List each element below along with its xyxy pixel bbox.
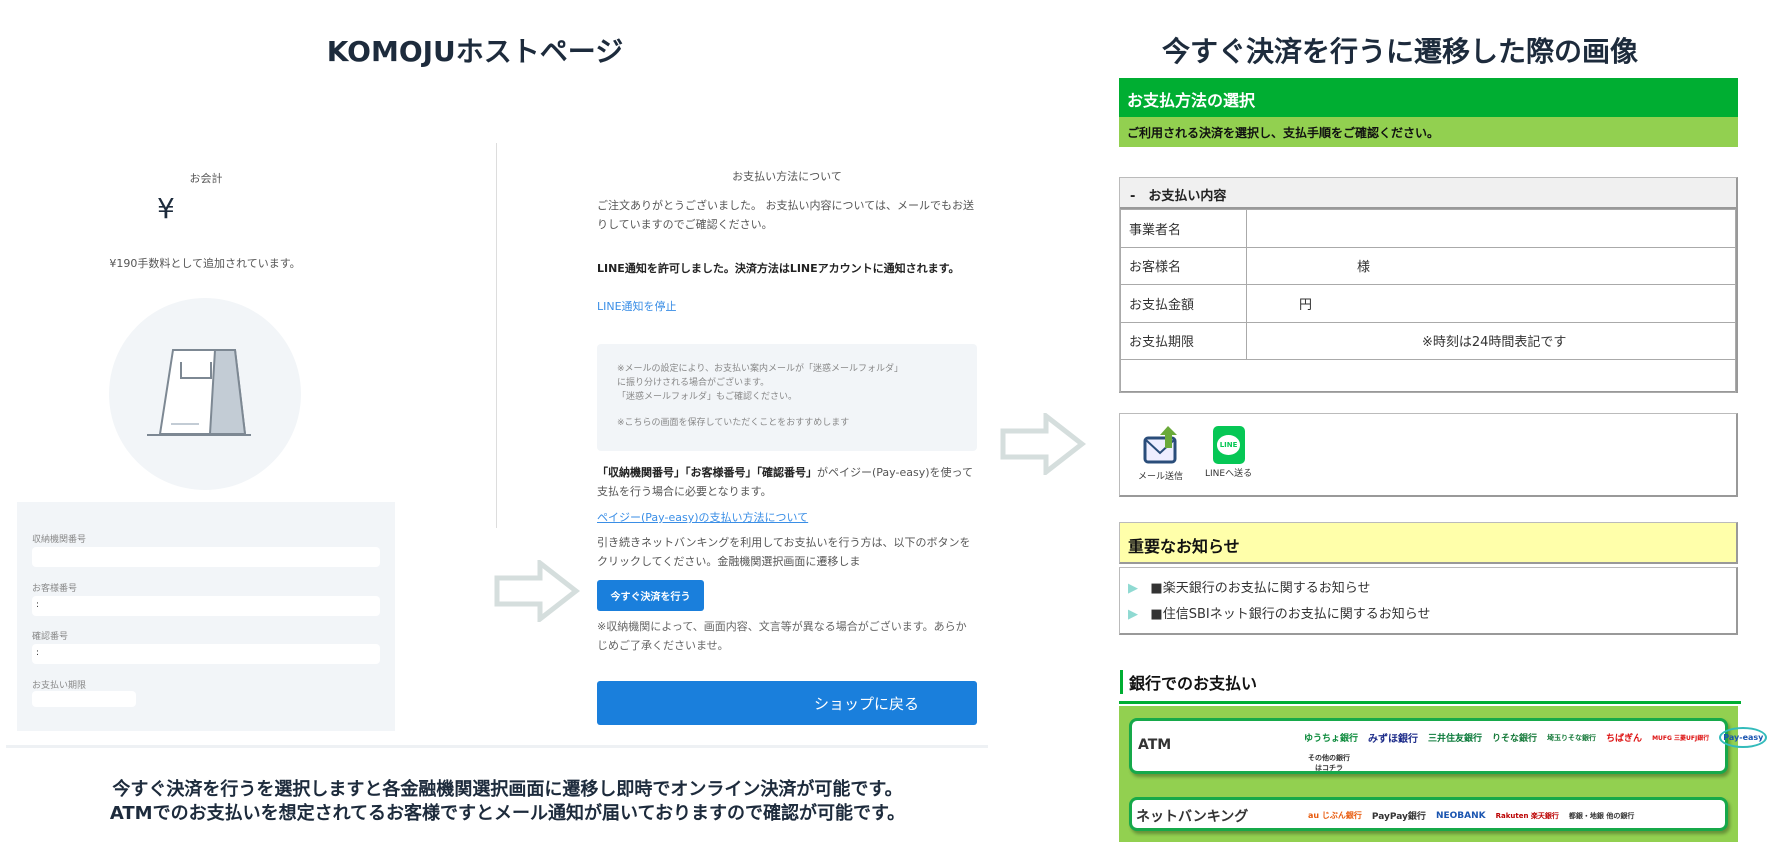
- mail-send-label: メール送信: [1138, 472, 1184, 482]
- line-allowed-text: LINE通知を許可しました。決済方法はLINEアカウントに通知されます。: [597, 262, 960, 275]
- checkout-label: お会計: [189, 172, 223, 185]
- row-value: 円: [1246, 284, 1736, 323]
- share-panel: メール送信 LINE LINEへ送る: [1119, 413, 1738, 497]
- table-row: お支払金額円: [1120, 284, 1736, 323]
- right-title: 今すぐ決済を行うに遷移した際の画像: [1161, 35, 1638, 68]
- atm-card[interactable]: ATM ゆうちょ銀行 みずほ銀行 三井住友銀行 りそな銀行 埼玉りそな銀行 ちば…: [1129, 718, 1768, 774]
- spam-notice-box: ※メールの設定により、お支払い案内メールが「迷惑メールフォルダ」 に振り分けされ…: [597, 344, 977, 451]
- net-banking-label: ネットバンキング: [1136, 809, 1249, 825]
- caption: 今すぐ決済を行うを選択しますと各金融機関選択画面に遷移し即時でオンライン決済が可…: [20, 778, 995, 826]
- payment-details-header[interactable]: - お支払い内容: [1120, 178, 1736, 209]
- back-to-shop-button[interactable]: ショップに戻る: [597, 681, 977, 725]
- payment-details-table: 事業者名 お客様名様 お支払金額円 お支払期限※時刻は24時間表記です: [1120, 209, 1736, 393]
- field-label: お支払い期限: [32, 681, 87, 691]
- payment-info-form: 収納機関番号 お客様番号 : 確認番号 : お支払い期限: [17, 502, 395, 731]
- row-value: [1246, 209, 1736, 248]
- atm-bank-logos: ゆうちょ銀行 みずほ銀行 三井住友銀行 りそな銀行 埼玉りそな銀行 ちばぎん M…: [1304, 727, 1777, 748]
- amount: ¥: [157, 192, 175, 225]
- bank-logo[interactable]: 都銀・地銀 他の銀行: [1568, 811, 1635, 820]
- notice-link[interactable]: ■住信SBIネット銀行のお支払に関するお知らせ: [1150, 607, 1431, 622]
- due-date-field[interactable]: [32, 691, 136, 707]
- line-send-label: LINEへ送る: [1205, 469, 1253, 479]
- row-value: ※時刻は24時間表記です: [1246, 321, 1736, 360]
- disclaimer-text: ※収納機関によって、画面内容、文言等が異なる場合がございます。あらかじめご了承く…: [597, 620, 967, 652]
- bank-logo[interactable]: みずほ銀行: [1368, 734, 1419, 745]
- notice-line: に振り分けされる場合がございます。: [617, 378, 770, 388]
- table-row: お客様名様: [1120, 246, 1736, 285]
- bank-logo[interactable]: 三井住友銀行: [1428, 734, 1483, 744]
- payment-details-panel: - お支払い内容 事業者名 お客様名様 お支払金額円 お支払期限※時刻は24時間…: [1119, 177, 1738, 393]
- confirmation-number-field[interactable]: :: [32, 644, 380, 664]
- payment-method-title: お支払い方法について: [732, 170, 842, 183]
- notice-line: 「迷惑メールフォルダ」もご確認ください。: [617, 392, 798, 402]
- column-divider: [496, 143, 497, 528]
- line-send-button[interactable]: LINE LINEへ送る: [1205, 426, 1252, 479]
- pay-now-button[interactable]: 今すぐ決済を行う: [597, 580, 704, 611]
- arrow-right-icon: [494, 560, 580, 622]
- list-item[interactable]: ▶ ■住信SBIネット銀行のお支払に関するお知らせ: [1128, 602, 1728, 628]
- bank-logo[interactable]: ゆうちょ銀行: [1304, 734, 1359, 744]
- notice-line: ※メールの設定により、お支払い案内メールが「迷惑メールフォルダ」: [617, 364, 904, 374]
- bank-logo[interactable]: PayPay銀行: [1371, 812, 1426, 822]
- left-title: KOMOJUホストページ: [326, 35, 624, 68]
- bank-area: ATM ゆうちょ銀行 みずほ銀行 三井住友銀行 りそな銀行 埼玉りそな銀行 ちば…: [1119, 706, 1768, 842]
- section-divider: [6, 745, 988, 748]
- mail-send-icon: [1143, 426, 1177, 464]
- fee-note: ¥190手数料として追加されています。: [109, 257, 301, 270]
- net-banking-card[interactable]: ネットバンキング au じぶん銀行 PayPay銀行 NEOBANK Rakut…: [1129, 797, 1728, 831]
- bank-logo[interactable]: Rakuten 楽天銀行: [1495, 811, 1559, 820]
- bank-logo[interactable]: au じぶん銀行: [1308, 811, 1362, 820]
- table-row: 事業者名: [1120, 209, 1736, 248]
- line-stop-link[interactable]: LINE通知を停止: [597, 300, 677, 313]
- other-banks-line: その他の銀行: [1308, 754, 1350, 762]
- line-icon: LINE: [1212, 426, 1245, 464]
- table-row: お支払期限※時刻は24時間表記です: [1120, 321, 1736, 360]
- notice-save: ※こちらの画面を保存していただくことをおすすめします: [617, 418, 850, 428]
- payment-number-field[interactable]: [32, 547, 380, 567]
- required-text: がペイジー(Pay-easy)を使って支払を行う場合に必要となります。: [597, 466, 973, 498]
- row-value: 様: [1246, 246, 1736, 285]
- net-bank-logos: au じぶん銀行 PayPay銀行 NEOBANK Rakuten 楽天銀行 都…: [1308, 809, 1644, 823]
- bank-logo[interactable]: NEOBANK: [1435, 810, 1486, 821]
- row-label: 事業者名: [1120, 209, 1247, 248]
- empty-row: [1120, 359, 1736, 393]
- arrow-right-icon: [1000, 413, 1086, 475]
- payment-select-subheader: ご利用される決済を選択し、支払手順をご確認ください。: [1119, 117, 1738, 147]
- atm-label: ATM: [1138, 737, 1172, 753]
- caption-line: ATMでのお支払いを想定されてるお客様ですとメール通知が届いておりますので確認が…: [109, 803, 906, 824]
- notice-link[interactable]: ■楽天銀行のお支払に関するお知らせ: [1150, 581, 1371, 596]
- caption-line: 今すぐ決済を行うを選択しますと各金融機関選択画面に遷移し即時でオンライン決済が可…: [112, 779, 903, 800]
- field-label: 収納機関番号: [32, 535, 87, 545]
- payeasy-link[interactable]: ペイジー(Pay-easy)の支払い方法について: [597, 511, 809, 524]
- bank-logo[interactable]: 埼玉りそな銀行: [1547, 733, 1597, 742]
- row-label: お支払期限: [1120, 321, 1247, 360]
- bank-payment-header: 銀行でのお支払い: [1120, 670, 1257, 694]
- required-bold: 「収納機関番号」「お客様番号」「確認番号」: [597, 466, 817, 479]
- netbank-text: 引き続きネットバンキングを利用してお支払いを行う方は、以下のボタンをクリックして…: [597, 536, 971, 568]
- field-label: 確認番号: [32, 632, 69, 642]
- triangle-right-icon: ▶: [1128, 607, 1138, 622]
- row-label: お支払金額: [1120, 284, 1247, 323]
- payeasy-logo[interactable]: Pay-easy: [1719, 727, 1768, 748]
- notice-header: 重要なお知らせ: [1119, 522, 1738, 564]
- bank-logo[interactable]: MUFG 三菱UFJ銀行: [1652, 735, 1710, 742]
- thanks-text: ご注文ありがとうございました。 お支払い内容については、メールでもお送りしていま…: [597, 199, 974, 231]
- triangle-right-icon: ▶: [1128, 581, 1138, 596]
- payment-select-header: お支払方法の選択: [1119, 78, 1738, 117]
- other-banks-line: はコチラ: [1315, 764, 1343, 772]
- customer-number-field[interactable]: :: [32, 596, 380, 616]
- green-rule: [1119, 701, 1741, 704]
- list-item[interactable]: ▶ ■楽天銀行のお支払に関するお知らせ: [1128, 576, 1728, 602]
- row-label: お客様名: [1120, 246, 1247, 285]
- shopping-bag-illustration: [109, 298, 301, 490]
- bank-logo[interactable]: りそな銀行: [1492, 734, 1538, 744]
- field-label: お客様番号: [32, 584, 78, 594]
- shopping-bag-icon: [147, 349, 251, 436]
- bank-logo[interactable]: ちばぎん: [1606, 734, 1643, 744]
- mail-send-button[interactable]: メール送信: [1138, 426, 1183, 482]
- other-banks-link[interactable]: その他の銀行 はコチラ: [1308, 753, 1350, 773]
- notice-list: ▶ ■楽天銀行のお支払に関するお知らせ ▶ ■住信SBIネット銀行のお支払に関す…: [1119, 567, 1738, 635]
- line-badge: LINE: [1216, 435, 1241, 455]
